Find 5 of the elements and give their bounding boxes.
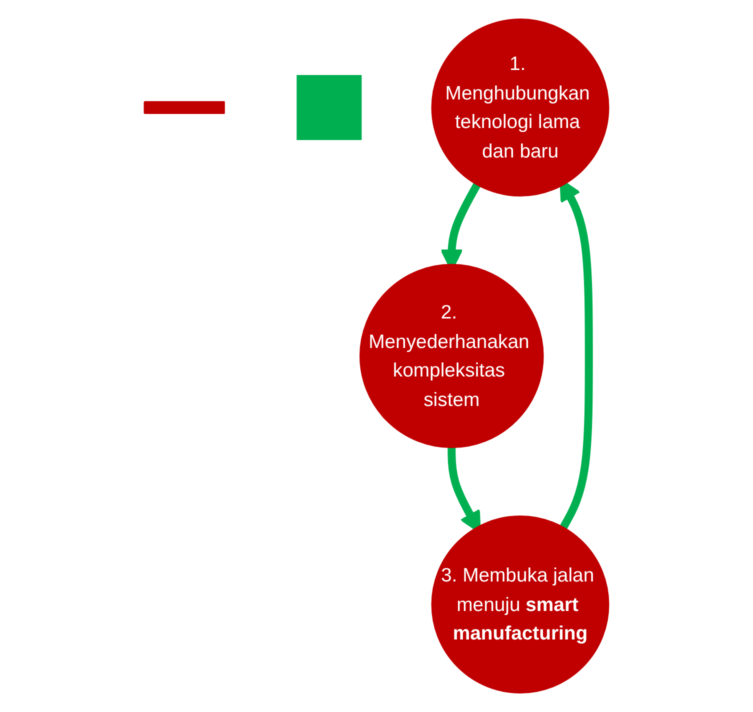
step-circle: 3. Membuka jalan menuju smart manufacturing <box>431 515 610 694</box>
accent-square <box>296 75 362 140</box>
accent-bar <box>144 101 225 114</box>
step-circle: 2. Menyederhanakan kompleksitas sistem <box>360 264 544 448</box>
step-circle: 1. Menghubungkan teknologi lama dan baru <box>431 18 610 197</box>
